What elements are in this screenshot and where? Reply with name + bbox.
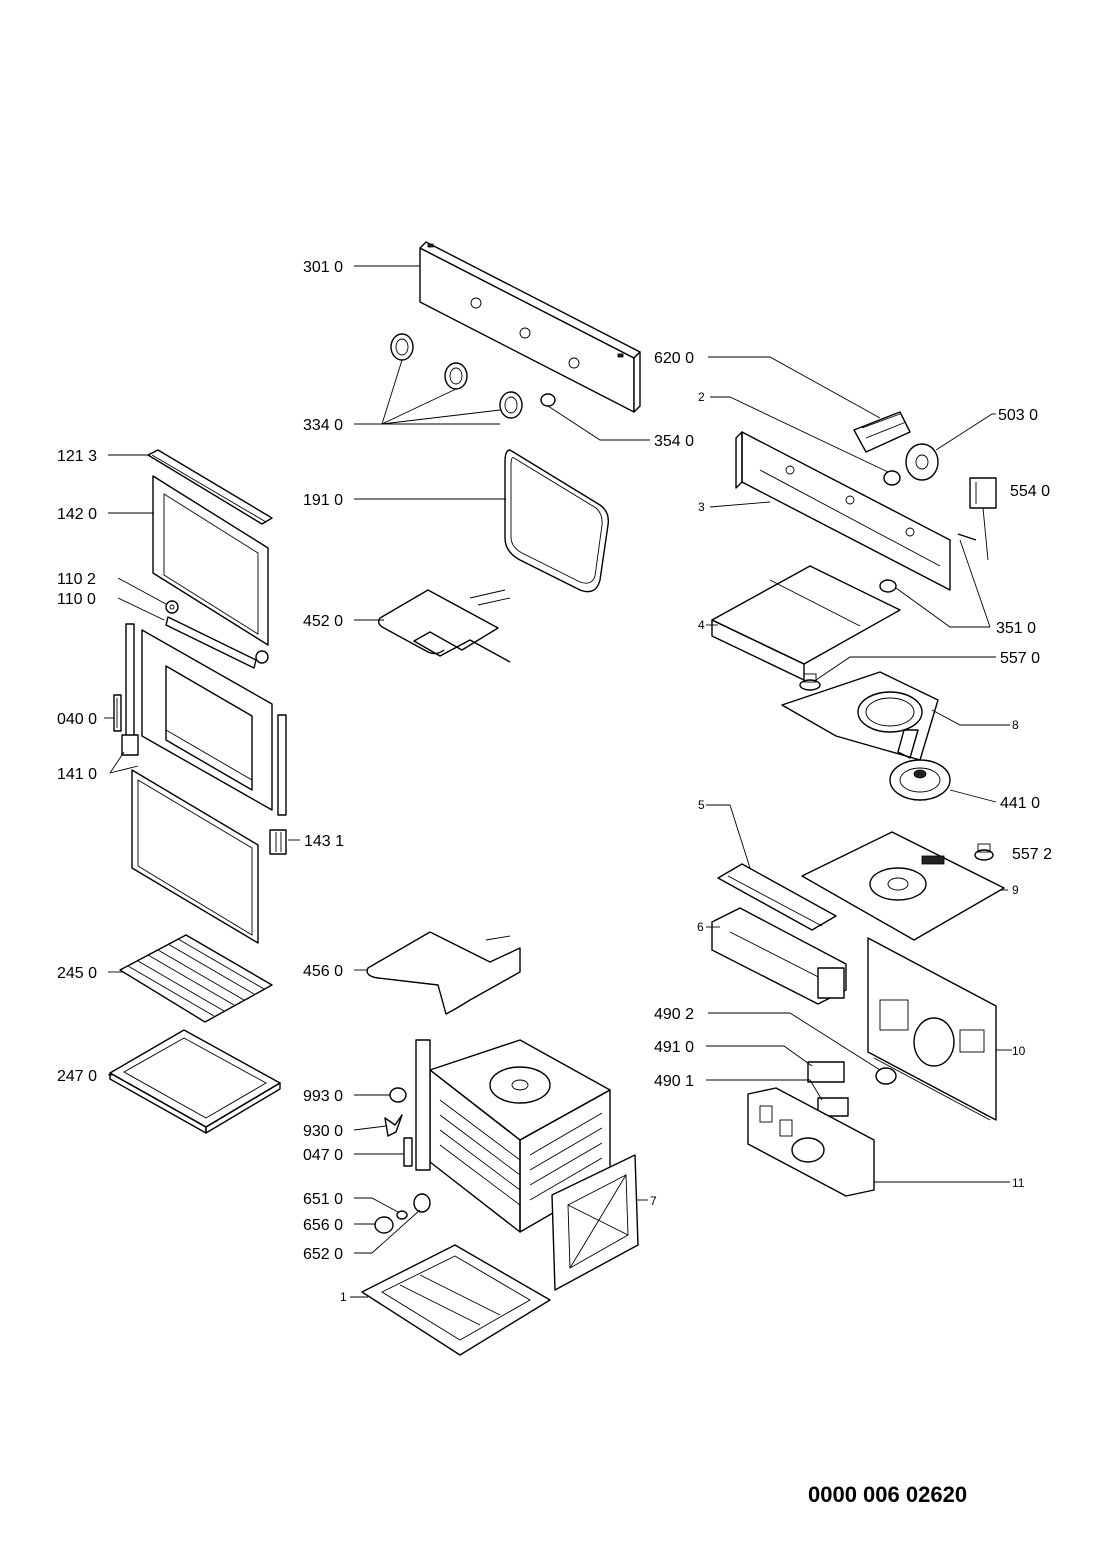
label-651-0: 651 0 <box>303 1191 343 1208</box>
label-554-0: 554 0 <box>1010 483 1050 500</box>
label-1: 1 <box>340 1290 347 1304</box>
label-2: 2 <box>698 390 705 404</box>
label-141-0: 141 0 <box>57 766 97 783</box>
control-board-11 <box>747 1087 875 1197</box>
label-441-0: 441 0 <box>1000 795 1040 812</box>
cavity-base-1 <box>361 1244 551 1356</box>
grill-element-452 <box>377 589 511 663</box>
label-10: 10 <box>1012 1044 1026 1058</box>
label-656-0: 656 0 <box>303 1217 343 1234</box>
label-8: 8 <box>1012 718 1019 732</box>
door-gasket-191 <box>504 449 610 593</box>
label-334-0: 334 0 <box>303 417 343 434</box>
label-142-0: 142 0 <box>57 506 97 523</box>
outer-door-panel <box>125 623 287 816</box>
cavity-side-panel-7 <box>551 1154 639 1291</box>
door-glass-gasket-141 <box>121 734 259 944</box>
wire-rack-245 <box>119 934 273 1023</box>
label-7: 7 <box>650 1194 657 1208</box>
top-cover-4 <box>711 565 901 681</box>
label-5: 5 <box>698 798 705 812</box>
electronic-parts-490-491 <box>807 1061 897 1117</box>
label-490-1: 490 1 <box>654 1073 694 1090</box>
label-301-0: 301 0 <box>303 259 343 276</box>
label-9: 9 <box>1012 883 1019 897</box>
timer-503 <box>905 443 939 481</box>
label-245-0: 245 0 <box>57 965 97 982</box>
label-6: 6 <box>697 920 704 934</box>
label-351-0: 351 0 <box>996 620 1036 637</box>
label-110-2: 110 2 <box>57 571 96 588</box>
door-clip-143 <box>269 829 287 855</box>
label-993-0: 993 0 <box>303 1088 343 1105</box>
knob-2 <box>883 470 901 486</box>
label-557-0: 557 0 <box>1000 650 1040 667</box>
label-503-0: 503 0 <box>998 407 1038 424</box>
lower-element-456 <box>366 931 521 1015</box>
label-040-0: 040 0 <box>57 711 97 728</box>
oven-cavity <box>415 1039 611 1233</box>
label-191-0: 191 0 <box>303 492 343 509</box>
label-620-0: 620 0 <box>654 350 694 367</box>
fan-housing-8 <box>781 671 939 761</box>
knob-spindle-354 <box>540 393 556 407</box>
label-652-0: 652 0 <box>303 1246 343 1263</box>
thermostat-554 <box>957 477 997 561</box>
trim-strip-5 <box>717 863 837 931</box>
control-knobs-334 <box>390 333 523 419</box>
label-557-2: 557 2 <box>1012 846 1052 863</box>
label-3: 3 <box>698 500 705 514</box>
label-047-0: 047 0 <box>303 1147 343 1164</box>
label-490-2: 490 2 <box>654 1006 694 1023</box>
label-452-0: 452 0 <box>303 613 343 630</box>
hinge-040 <box>113 694 122 732</box>
door-top-trim-121 <box>147 449 273 525</box>
switch-620 <box>853 411 911 453</box>
label-121-3: 121 3 <box>57 448 97 465</box>
door-handle-110 <box>165 600 269 669</box>
label-11: 11 <box>1012 1176 1025 1190</box>
rear-cover-9 <box>801 831 1005 941</box>
back-panel-10 <box>867 937 997 1121</box>
label-4: 4 <box>698 618 705 632</box>
small-parts-cluster <box>374 1087 431 1234</box>
part-labels: 301 0 334 0 354 0 620 0 2 503 0 554 0 3 … <box>57 259 1052 1304</box>
label-247-0: 247 0 <box>57 1068 97 1085</box>
label-110-0: 110 0 <box>57 591 96 608</box>
control-housing-3 <box>735 431 951 591</box>
label-491-0: 491 0 <box>654 1039 694 1056</box>
label-354-0: 354 0 <box>654 433 694 450</box>
fan-motor-441 <box>889 759 951 801</box>
inner-door-glass-142 <box>152 475 269 646</box>
leader-lines <box>104 265 1012 1298</box>
baking-tray-247 <box>109 1029 281 1134</box>
side-duct-6 <box>711 907 847 1005</box>
sensor-557-2 <box>974 843 994 861</box>
sensor-557-0 <box>799 673 821 691</box>
document-number: 0000 006 02620 <box>808 1482 968 1507</box>
label-930-0: 930 0 <box>303 1123 343 1140</box>
control-panel-301 <box>419 241 641 413</box>
label-143-1: 143 1 <box>304 833 344 850</box>
label-456-0: 456 0 <box>303 963 343 980</box>
